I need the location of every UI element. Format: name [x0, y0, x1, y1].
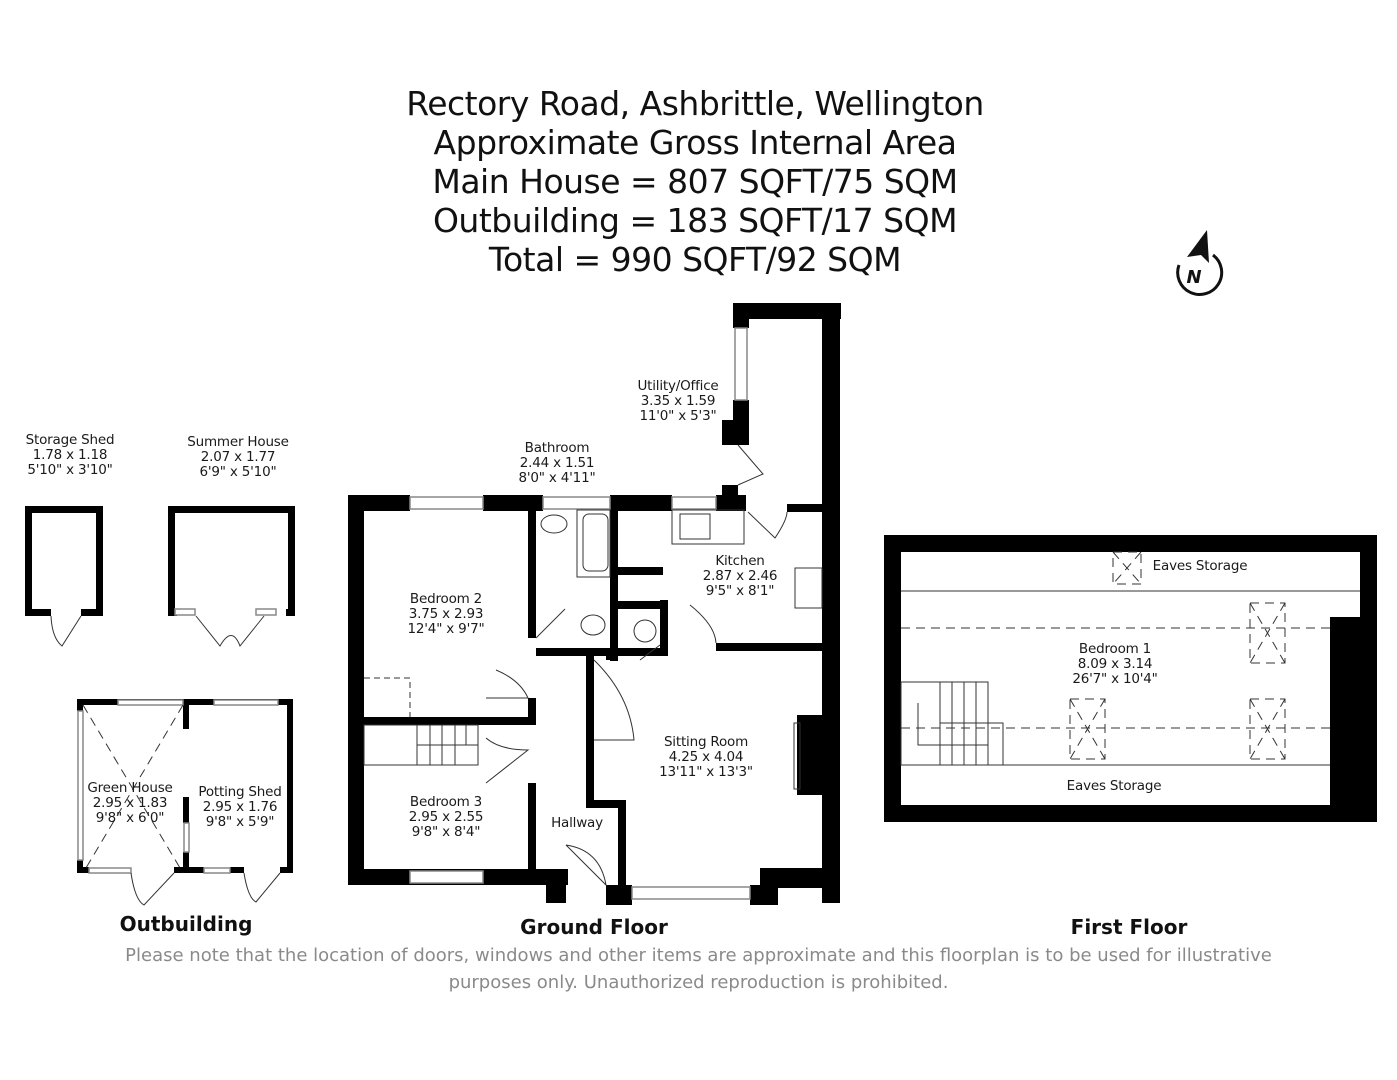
svg-text:N: N: [1186, 267, 1201, 288]
room-metric: 8.09 x 3.14: [1077, 656, 1153, 672]
room-name: Bathroom: [524, 440, 590, 456]
room-label-kitchen: Kitchen 2.87 x 2.46 9'5" x 8'1": [703, 554, 778, 599]
room-label-eaves-storage-bottom: Eaves Storage: [1067, 779, 1162, 794]
room-imperial: 11'0" x 5'3": [639, 408, 717, 424]
ground-floor-walls: [348, 303, 841, 905]
room-metric: 4.25 x 4.04: [668, 749, 744, 765]
first-floor-walls: [884, 535, 1377, 822]
room-metric: 2.95 x 1.83: [92, 795, 168, 811]
room-imperial: 9'8" x 6'0": [95, 810, 165, 826]
room-label-sitting-room: Sitting Room 4.25 x 4.04 13'11" x 13'3": [659, 735, 753, 780]
room-name: Sitting Room: [663, 734, 749, 750]
room-label-potting-shed: Potting Shed 2.95 x 1.76 9'8" x 5'9": [198, 785, 281, 830]
north-compass-icon: N: [1176, 230, 1224, 297]
room-name: Summer House: [187, 434, 289, 450]
storage-shed-walls: [25, 506, 103, 616]
floor-label-outbuilding: Outbuilding: [119, 912, 253, 936]
floor-label-first-floor: First Floor: [1070, 915, 1188, 939]
room-imperial: 12'4" x 9'7": [407, 621, 485, 637]
outbuilding-area: Outbuilding = 183 SQFT/17 SQM: [432, 201, 958, 240]
room-label-eaves-storage-top: Eaves Storage: [1153, 559, 1248, 574]
room-imperial: 26'7" x 10'4": [1072, 671, 1158, 687]
room-label-bedroom-1: Bedroom 1 8.09 x 3.14 26'7" x 10'4": [1072, 641, 1158, 687]
room-metric: 3.35 x 1.59: [640, 393, 716, 409]
room-name: Eaves Storage: [1066, 778, 1162, 794]
area-subtitle: Approximate Gross Internal Area: [433, 123, 957, 162]
summer-house-walls: [168, 506, 295, 616]
room-metric: 2.95 x 1.76: [202, 799, 278, 815]
room-name: Potting Shed: [198, 784, 282, 800]
outbuilding-walls: [77, 699, 293, 873]
address-title: Rectory Road, Ashbrittle, Wellington: [406, 84, 984, 123]
disclaimer-line-1: Please note that the location of doors, …: [125, 945, 1272, 966]
room-name: Green House: [87, 780, 173, 796]
room-metric: 3.75 x 2.93: [408, 606, 484, 622]
room-metric: 2.44 x 1.51: [519, 455, 595, 471]
room-imperial: 8'0" x 4'11": [518, 470, 596, 486]
floor-label-ground-floor: Ground Floor: [520, 915, 668, 939]
room-imperial: 9'5" x 8'1": [705, 583, 775, 599]
room-imperial: 13'11" x 13'3": [659, 764, 753, 780]
room-label-hallway: Hallway: [551, 816, 603, 831]
room-name: Bedroom 3: [409, 794, 483, 810]
room-label-green-house: Green House 2.95 x 1.83 9'8" x 6'0": [87, 781, 172, 826]
room-name: Bedroom 2: [409, 591, 483, 607]
room-label-storage-shed: Storage Shed 1.78 x 1.18 5'10" x 3'10": [26, 433, 115, 478]
room-metric: 2.95 x 2.55: [408, 809, 484, 825]
room-label-utility-office: Utility/Office 3.35 x 1.59 11'0" x 5'3": [637, 379, 718, 424]
title-block: Rectory Road, Ashbrittle, Wellington App…: [300, 84, 1090, 279]
room-imperial: 9'8" x 5'9": [205, 814, 275, 830]
room-label-bedroom-3: Bedroom 3 2.95 x 2.55 9'8" x 8'4": [409, 795, 484, 840]
room-name: Kitchen: [715, 553, 765, 569]
disclaimer: Please note that the location of doors, …: [60, 942, 1337, 996]
disclaimer-line-2: purposes only. Unauthorized reproduction…: [448, 972, 949, 993]
room-imperial: 5'10" x 3'10": [27, 462, 113, 478]
room-name: Hallway: [551, 815, 603, 831]
room-name: Eaves Storage: [1152, 558, 1248, 574]
room-label-bathroom: Bathroom 2.44 x 1.51 8'0" x 4'11": [519, 441, 596, 486]
room-metric: 1.78 x 1.18: [32, 447, 108, 463]
room-imperial: 9'8" x 8'4": [411, 824, 481, 840]
room-metric: 2.87 x 2.46: [702, 568, 778, 584]
room-name: Storage Shed: [25, 432, 115, 448]
total-area: Total = 990 SQFT/92 SQM: [488, 240, 902, 279]
room-label-summer-house: Summer House 2.07 x 1.77 6'9" x 5'10": [187, 434, 289, 480]
room-label-bedroom-2: Bedroom 2 3.75 x 2.93 12'4" x 9'7": [408, 592, 485, 637]
room-metric: 2.07 x 1.77: [200, 449, 276, 465]
main-house-area: Main House = 807 SQFT/75 SQM: [432, 162, 958, 201]
room-name: Bedroom 1: [1078, 641, 1152, 657]
room-imperial: 6'9" x 5'10": [199, 464, 277, 480]
room-name: Utility/Office: [637, 378, 719, 394]
